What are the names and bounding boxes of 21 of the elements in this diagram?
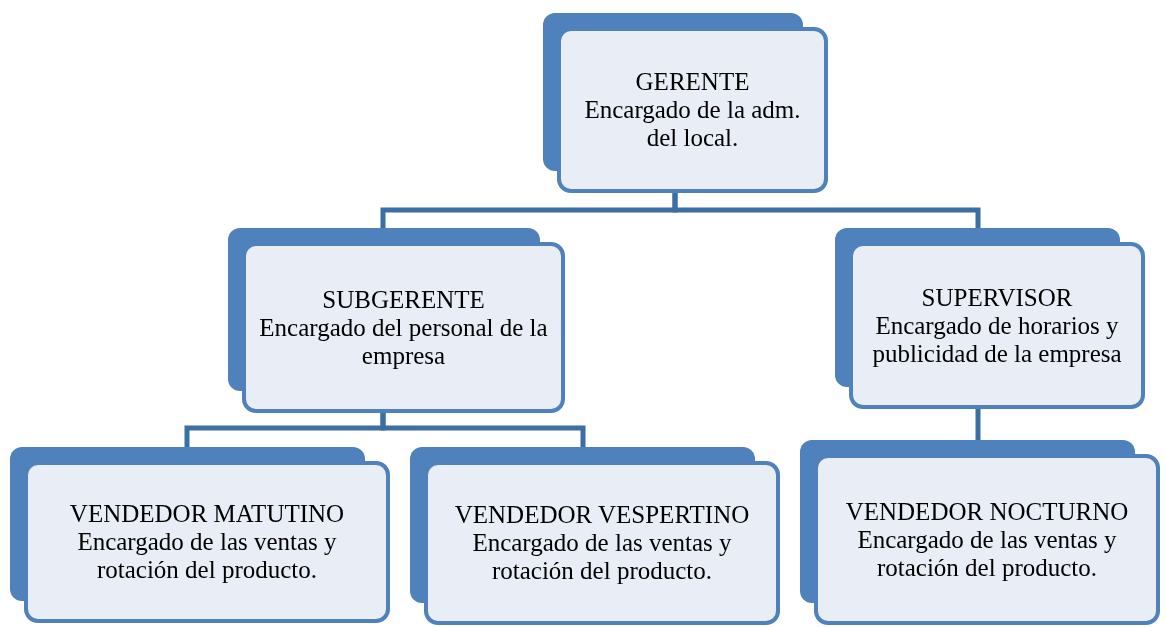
role-description: Encargado de la adm. del local. — [583, 96, 802, 152]
role-title: VENDEDOR VESPERTINO — [454, 501, 750, 529]
role-description: Encargado de horarios y publicidad de la empresa — [871, 311, 1123, 368]
role-title: VENDEDOR MATUTINO — [69, 500, 345, 528]
role-title: SUBGERENTE — [322, 285, 485, 314]
org-chart-card — [800, 440, 1160, 625]
role-description: Encargado de las ventas y rotación del producto. — [856, 525, 1118, 582]
org-chart-card — [410, 447, 780, 625]
role-description: Encargado de las ventas y rotación del producto. — [76, 528, 338, 584]
org-chart-card — [10, 447, 390, 623]
connector-line — [380, 413, 586, 447]
org-chart-card — [228, 228, 565, 413]
role-description: Encargado del personal de la empresa — [258, 313, 549, 370]
org-chart-card — [835, 228, 1145, 409]
role-title: SUPERVISOR — [921, 283, 1073, 312]
role-title: VENDEDOR NOCTURNO — [845, 497, 1129, 526]
connector-line — [975, 409, 981, 440]
org-chart-card — [543, 13, 828, 193]
role-title: GERENTE — [635, 68, 750, 96]
role-description: Encargado de las ventas y rotación del producto. — [471, 529, 733, 585]
connector-line — [672, 193, 981, 228]
